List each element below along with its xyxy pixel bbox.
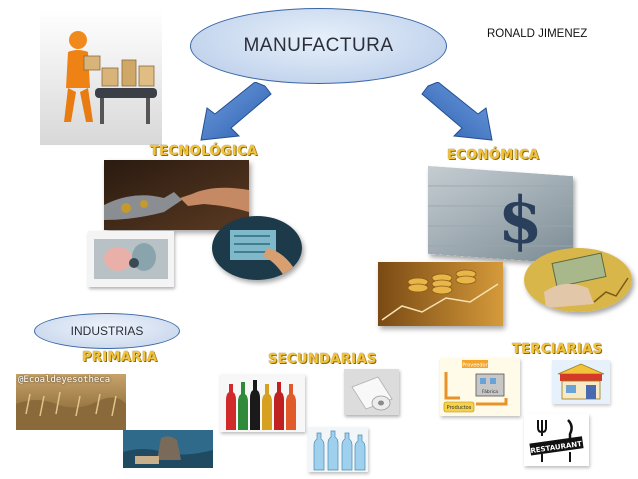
store-icon bbox=[552, 360, 610, 404]
arrow-right-icon bbox=[421, 82, 493, 141]
industrias-label: INDUSTRIAS bbox=[70, 324, 144, 338]
economica-label: ECONÓMICA bbox=[447, 148, 540, 163]
circuit-hand-image bbox=[212, 216, 302, 280]
manufactura-title: MANUFACTURA bbox=[243, 35, 394, 56]
wheat-field-image bbox=[16, 374, 126, 430]
manufactura-node: MANUFACTURA bbox=[190, 8, 447, 84]
industrias-node: INDUSTRIAS bbox=[34, 313, 180, 349]
proveedor-label: Proveedor bbox=[462, 363, 488, 369]
svg-text:$: $ bbox=[498, 182, 543, 260]
tecnologica-label: TECNOLÓGICA bbox=[150, 144, 258, 159]
supply-chain-diagram: Proveedor Fábrica Productos bbox=[440, 358, 520, 416]
worker-conveyor-image bbox=[40, 10, 162, 145]
water-bottles-image bbox=[308, 427, 368, 472]
terciarias-label: TERCIARIAS bbox=[512, 342, 603, 357]
productos-label: Productos bbox=[447, 405, 472, 411]
secundarias-label: SECUNDARIAS bbox=[268, 352, 377, 367]
bottles-image bbox=[220, 374, 305, 432]
finance-dollar-image: $ bbox=[428, 165, 573, 265]
paper-roll-image bbox=[344, 369, 399, 415]
arrow-left-icon bbox=[200, 82, 272, 141]
money-hand-image bbox=[524, 248, 632, 312]
restaurant-sign-icon: RESTAURANT bbox=[524, 414, 589, 466]
watermark-text: @Ecoaldeyesotheca bbox=[18, 375, 111, 385]
coins-chart-image bbox=[378, 262, 503, 326]
fabrica-label: Fábrica bbox=[482, 388, 498, 395]
fishing-image bbox=[123, 430, 213, 468]
robot-hand-image bbox=[104, 160, 249, 230]
author-name: RONALD JIMENEZ bbox=[487, 28, 588, 40]
tech-abstract-image bbox=[88, 231, 174, 287]
primaria-label: PRIMARIA bbox=[82, 350, 158, 365]
